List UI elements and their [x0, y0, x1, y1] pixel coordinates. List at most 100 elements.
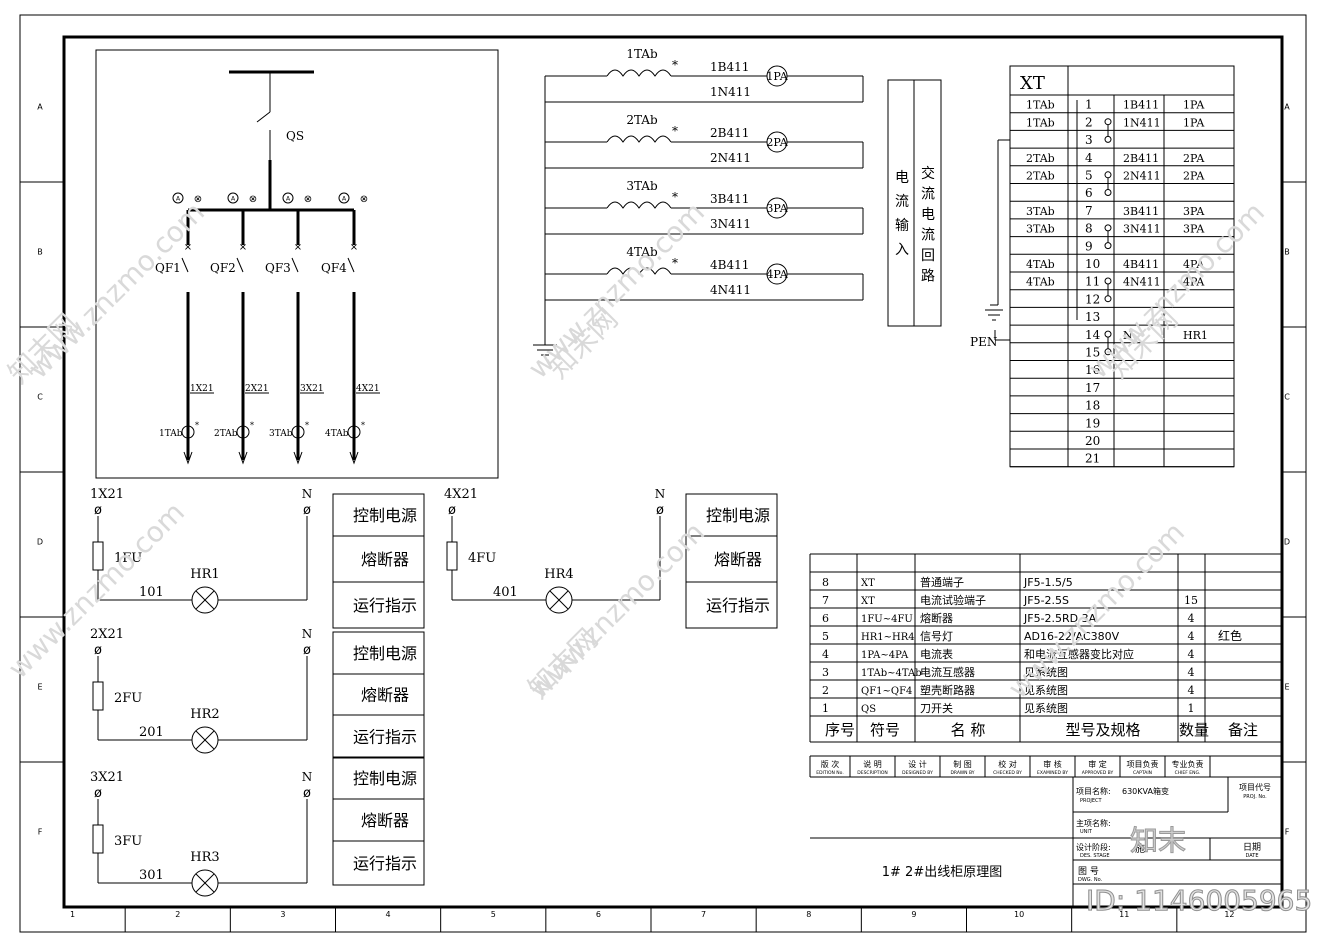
col-label: 10: [1014, 910, 1024, 919]
vertical-label-right: 电: [921, 207, 935, 223]
feeder-arrow: [238, 451, 248, 465]
control-neutral-label: N: [302, 487, 313, 501]
lamp-label: HR1: [190, 567, 219, 582]
terminal-no: 12: [1085, 292, 1100, 306]
col-label: 5: [491, 910, 496, 919]
row-label: C: [1284, 393, 1290, 402]
terminal-device: 3PA: [1183, 223, 1205, 236]
ct-circuit-label: 2TAb: [626, 113, 658, 127]
terminal-no: 16: [1085, 363, 1100, 377]
terminal-no: 10: [1085, 257, 1100, 271]
vertical-label-right: 回: [921, 248, 935, 264]
link-node: [1104, 189, 1112, 196]
legend-text: 熔断器: [714, 550, 762, 569]
fuse-label: 2FU: [114, 691, 142, 706]
indicator-symbol: ⊗: [194, 194, 202, 205]
wire-number: 101: [139, 585, 164, 600]
bom-no: 2: [822, 684, 829, 697]
qs-blade: [256, 111, 271, 123]
terminal-no: 8: [1085, 222, 1093, 236]
terminal-no: 13: [1085, 310, 1100, 324]
breaker-label: QF2: [210, 261, 236, 275]
breaker-x: ×: [239, 242, 247, 253]
dwg-no-label: 图 号: [1078, 866, 1099, 877]
col-label: 11: [1119, 910, 1129, 919]
ammeter-label: 1PA: [766, 70, 788, 83]
terminal-wire: 3N411: [1123, 223, 1161, 236]
link-node: [1104, 118, 1112, 126]
terminal-device: 4PA: [1183, 276, 1205, 289]
feeder-arrow: [183, 451, 193, 465]
project-label: 项目名称:: [1076, 786, 1111, 796]
terminal-ct: 1TAb: [1026, 99, 1055, 112]
link-node: [1104, 242, 1112, 250]
feeder-arrow: [293, 451, 303, 465]
date-en: DATE: [1245, 853, 1258, 859]
legend-text: 运行指示: [353, 728, 417, 747]
legend-text: 运行指示: [706, 596, 770, 615]
ct-symbol: [236, 425, 250, 439]
sign-cell-en: CHIEF ENG.: [1175, 770, 1201, 776]
bom-name: 塑壳断路器: [920, 683, 975, 697]
terminal-wire: 4B411: [1123, 258, 1159, 271]
vertical-label-right: 交: [921, 165, 935, 182]
ammeter-letter: A: [286, 196, 291, 203]
bom-symbol: 1TAb~4TAb: [861, 668, 922, 679]
terminal-ct: 2TAb: [1026, 170, 1055, 183]
terminal-ct: 1TAb: [1026, 116, 1055, 129]
dwg-no-en: DWG. No.: [1078, 877, 1103, 883]
bom-no: 4: [822, 648, 829, 661]
ammeter-letter: A: [342, 196, 347, 203]
breaker-label: QF4: [321, 261, 347, 275]
ct-circuit-label: 3TAb: [626, 179, 658, 193]
fuse-label: 3FU: [114, 834, 142, 849]
sign-cell-en: APPROVED BY: [1082, 770, 1114, 776]
sign-cell-en: EXAMINED BY: [1037, 770, 1068, 776]
cable-label: 2X21: [245, 384, 269, 394]
terminal-mark: ø: [94, 786, 102, 801]
bom-symbol: QS: [861, 704, 876, 715]
bom-header-spec: 型号及规格: [1065, 721, 1140, 739]
wire-n-label: 2N411: [710, 151, 751, 165]
ammeter-symbol: [282, 192, 294, 204]
terminal-no: 21: [1085, 452, 1100, 466]
ct-circuit-label: 4TAb: [626, 245, 658, 259]
date-label: 日期: [1243, 842, 1261, 853]
watermark-id: ID: 1146005965: [1086, 884, 1312, 917]
lamp-cross: [549, 590, 569, 610]
drawing-title: 1# 2#出线柜原理图: [882, 865, 1002, 880]
row-label: D: [37, 538, 43, 547]
watermark-site: www.znzmo.com: [1002, 516, 1191, 705]
terminal-no: 18: [1085, 399, 1100, 413]
legend-text: 熔断器: [361, 686, 409, 705]
bom-symbol: HR1~HR4: [861, 632, 915, 643]
bom-no: 6: [822, 612, 829, 625]
sign-cell-en: CHECKED BY: [993, 770, 1022, 776]
row-label: C: [37, 393, 43, 402]
fuse-label: 1FU: [114, 551, 142, 566]
stage-label: 设计阶段:: [1076, 842, 1111, 852]
wire-b-label: 2B411: [710, 126, 749, 140]
ct-symbol: [181, 425, 195, 439]
project-code-en: PROJ. No.: [1243, 794, 1267, 800]
terminal-mark: ø: [303, 786, 311, 801]
terminal-ground-symbol: [985, 309, 1003, 321]
bom-name: 电流表: [920, 647, 953, 661]
bom-spec: 见系统图: [1024, 684, 1068, 697]
ammeter-letter: A: [231, 196, 236, 203]
bom-qty: 4: [1188, 630, 1195, 643]
bom-header-no: 序号: [825, 721, 855, 739]
bom-spec: AD16-22/AC380V: [1024, 630, 1120, 643]
wire-b-label: 4B411: [710, 258, 749, 272]
ct-star: *: [672, 124, 678, 138]
col-label: 3: [280, 910, 285, 919]
vertical-label-left: 电: [895, 170, 909, 186]
ct-symbol: [291, 425, 305, 439]
ct-star: *: [672, 256, 678, 270]
feeder-arrow: [349, 451, 359, 465]
indicator-symbol: ⊗: [249, 194, 257, 205]
project-value: 630KVA箱变: [1122, 786, 1169, 796]
